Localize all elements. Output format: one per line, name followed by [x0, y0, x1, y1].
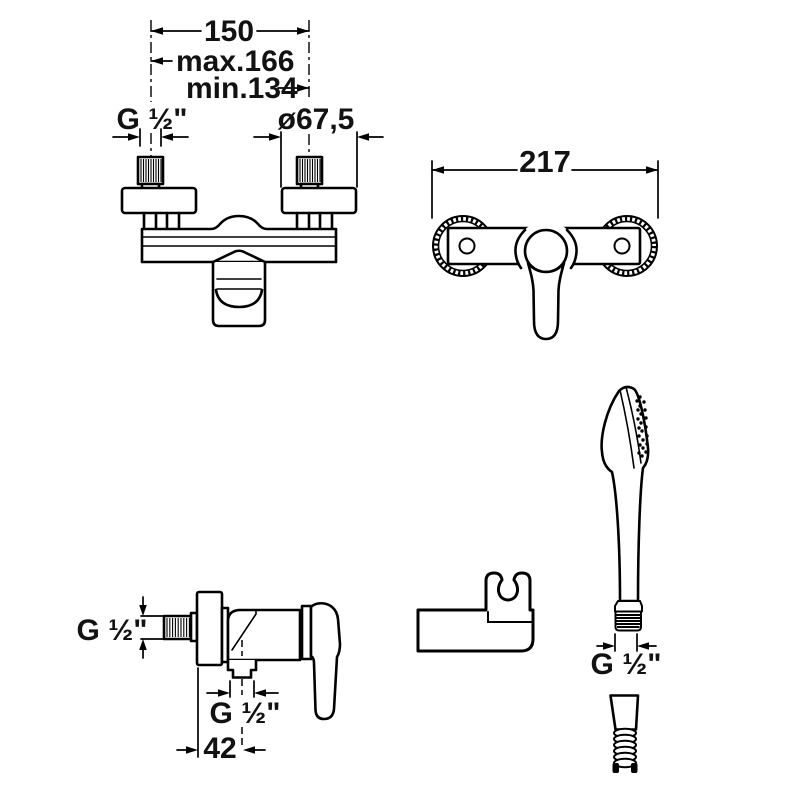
cartridge-front-arc: [214, 288, 264, 309]
union-flange-left: [120, 186, 198, 215]
mixer-bar-lines: [141, 236, 337, 247]
faceplate-lines: [619, 386, 642, 469]
arrowhead: [432, 166, 444, 174]
mixer-bar: [140, 214, 338, 264]
label-outlet-thread: G ½": [210, 697, 281, 730]
arrowhead: [637, 642, 649, 650]
handshower-view: G ½": [591, 385, 662, 773]
union-flange-right: [280, 186, 358, 215]
handshower-bracket: [416, 571, 535, 653]
handshower-dim-ext: [596, 633, 657, 652]
bracket-outline: [416, 571, 535, 653]
dim-label-min134: min.134: [186, 72, 298, 105]
hose-cone: [609, 694, 640, 731]
label-rosette-diameter: ø67,5: [278, 103, 355, 136]
arrowhead: [139, 639, 147, 650]
arrowhead: [161, 133, 173, 141]
arrowhead: [254, 689, 266, 697]
arrowhead: [186, 746, 198, 754]
front-view: 217: [431, 144, 659, 341]
spray-nozzle-dots: [635, 395, 649, 458]
arrowhead: [603, 642, 615, 650]
handshower-body: [600, 385, 650, 603]
label-side-inlet-thread: G ½": [77, 614, 148, 647]
side-view: G ½" G ½" 42: [77, 590, 342, 765]
thread-hatch: [299, 159, 321, 182]
cartridge-rings: [216, 278, 262, 290]
dim-label-max166: max.166: [176, 45, 294, 78]
arrowhead: [357, 133, 369, 141]
thread-ribs: [616, 614, 640, 628]
cartridge-block: [211, 260, 267, 328]
body-contour: [231, 609, 257, 651]
bottom-outlet: [226, 658, 258, 679]
escutcheon-arc-left: [514, 228, 527, 270]
escutcheon-arc-right: [565, 228, 578, 270]
arrowhead: [218, 689, 230, 697]
union-legs-right: [295, 211, 334, 231]
arrowhead: [297, 84, 309, 92]
label-plan-inlet-thread: G ½": [117, 103, 188, 136]
dim-label-150: 150: [204, 15, 254, 48]
thread-dim-ticks: [112, 128, 189, 147]
arrowhead: [128, 133, 140, 141]
screw-hole-left: [458, 237, 476, 255]
rosette-dim-ext: [253, 131, 384, 188]
plan-view: 150 max.166 min.134 G ½" ø67,5: [112, 15, 384, 328]
lever-handle-front: [526, 261, 566, 341]
dim-label-217: 217: [519, 144, 571, 179]
arrowhead: [151, 27, 163, 35]
label-hose-thread: G ½": [591, 648, 662, 681]
cartridge-chevron: [211, 249, 267, 264]
plan-mixer-drawing: [120, 155, 358, 328]
lever-handle-side: [309, 601, 342, 721]
bracket-inner-step: [487, 611, 534, 623]
outlet-dim-ext: [206, 680, 279, 698]
hose-tip-right: [631, 763, 638, 773]
arrowhead: [151, 57, 163, 65]
thread-hatch: [166, 618, 190, 637]
arrowhead: [297, 27, 309, 35]
valve-cap-side: [300, 604, 313, 661]
hose-corrugation: [613, 727, 637, 769]
handshower-nut: [614, 600, 643, 613]
thread-hatch: [140, 159, 162, 182]
dim-label-42: 42: [203, 732, 236, 765]
arrowhead: [243, 746, 255, 754]
arrowhead: [646, 166, 658, 174]
valve-body-side: [226, 608, 302, 662]
union-legs-left: [142, 211, 181, 231]
screw-hole-right: [613, 237, 631, 255]
wall-plate: [195, 590, 224, 667]
arrowhead: [269, 133, 281, 141]
hose-tip-left: [612, 763, 619, 773]
arrowhead: [139, 605, 147, 616]
inlet-dim-ticks: [140, 596, 164, 659]
